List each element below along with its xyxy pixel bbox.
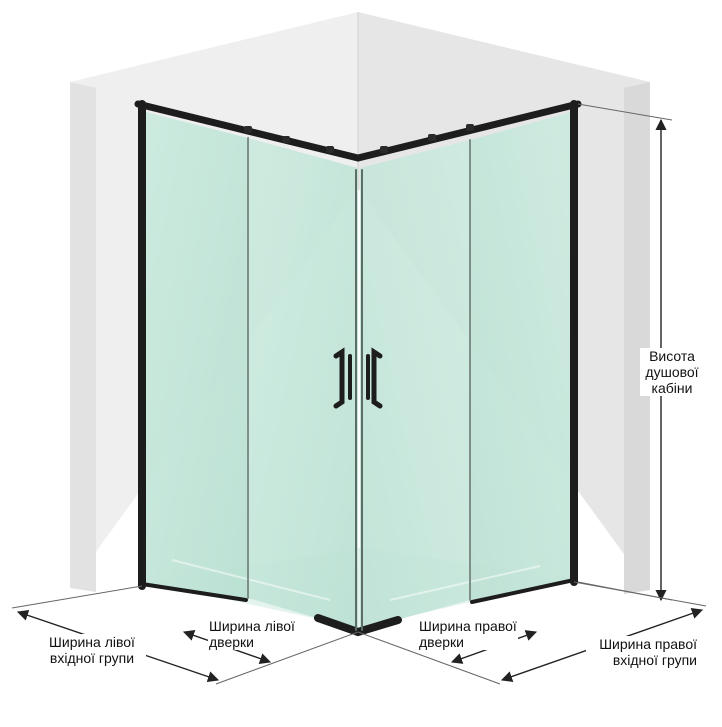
- left-entry-width-label: Ширина лівої вхідної групи: [38, 634, 146, 666]
- left-entry-extension-b: [215, 631, 359, 685]
- left-entry-width-label-line: вхідної групи: [49, 650, 135, 666]
- roller: [380, 146, 388, 153]
- height-label-line: душової: [645, 364, 699, 380]
- roller: [428, 134, 436, 141]
- left-door-width-label-line: Ширина лівої: [209, 618, 295, 634]
- door-rollers: [244, 124, 474, 153]
- right-entry-extension-a: [357, 631, 501, 685]
- right-fixed-glass: [470, 112, 572, 600]
- right-entry-width-label-line: вхідної групи: [612, 652, 697, 668]
- left-door-width-label-line: дверки: [209, 634, 254, 650]
- right-bottom-rail: [470, 578, 576, 604]
- left-bottom-rail: [140, 582, 248, 602]
- height-extension-top: [577, 103, 673, 121]
- right-entry-extension-b: [573, 581, 707, 607]
- height-label-line: кабіни: [651, 380, 693, 396]
- roller: [326, 146, 334, 153]
- height-label-line: Висота: [649, 348, 695, 364]
- left-door-glass: [248, 138, 358, 630]
- left-entry-extension-a: [11, 585, 143, 609]
- right-handle: [371, 347, 383, 409]
- right-door-width-label-line: Ширина правої: [419, 618, 517, 634]
- glass-reflection: [389, 565, 541, 601]
- left-wall-edge: [70, 82, 96, 592]
- roller: [282, 136, 290, 143]
- height-label: Висота душової кабіни: [640, 348, 704, 396]
- left-fixed-glass: [146, 112, 248, 598]
- right-entry-width-label-line: Ширина правої: [599, 636, 697, 652]
- right-entry-width-label: Ширина правої вхідної групи: [586, 636, 698, 668]
- left-entry-width-label-line: Ширина лівої: [49, 634, 135, 650]
- right-wall-edge: [624, 82, 650, 594]
- door-handles: [333, 347, 383, 409]
- left-handle: [333, 347, 345, 409]
- right-door-width-label-line: дверки: [419, 634, 464, 650]
- roller: [244, 126, 252, 133]
- right-door-glass: [360, 140, 470, 630]
- left-door-width-label: Ширина лівої дверки: [208, 618, 296, 650]
- roller: [466, 124, 474, 131]
- glass-panels: [146, 112, 572, 630]
- glass-reflection: [171, 559, 331, 601]
- right-door-width-label: Ширина правої дверки: [418, 618, 518, 650]
